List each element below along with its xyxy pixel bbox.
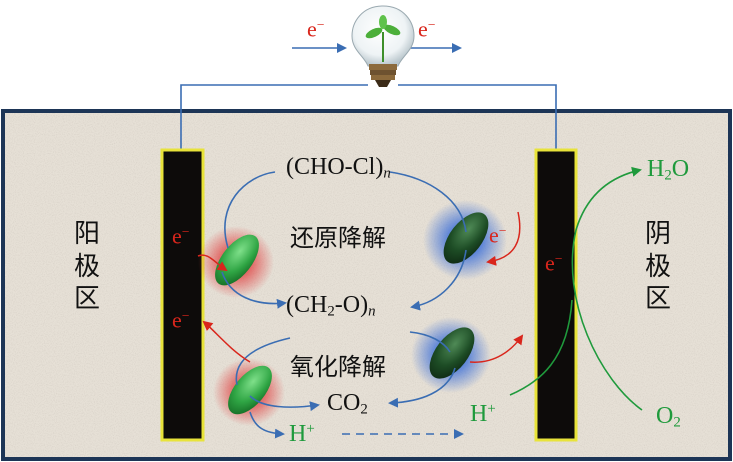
intermediate-compound-label: (CH2-O)n [286, 292, 376, 320]
arrow-proton-to-cathode [249, 411, 285, 439]
bacterium-cathode-upper [423, 200, 507, 280]
anode-electrode [160, 148, 205, 442]
cathode-zone-label: 阴极区 [644, 219, 671, 314]
arrow-chlorinated-to-cathode-bacterium [389, 171, 467, 233]
sediment-chamber [1, 109, 732, 461]
arrow-cathode-bacterium-to-intermediate [410, 249, 467, 311]
bacterium-cathode-lower [411, 317, 491, 393]
arrow-oxygen-reduction [571, 166, 643, 411]
cathode-electrode [534, 148, 578, 442]
electron-transfer-anode-lower [202, 320, 251, 363]
water-label: H2O [647, 156, 690, 184]
bacterium-anode-upper [198, 226, 274, 298]
electron-label-top-right: e− [418, 16, 436, 42]
proton-label-cathode: H+ [470, 401, 496, 428]
arrow-anode-bacterium-to-co2 [249, 395, 320, 412]
external-circuit [180, 84, 557, 152]
electron-label-top-left: e− [307, 16, 325, 42]
oxidative-degradation-label: 氧化降解 [290, 353, 386, 381]
chlorinated-compound-label: (CHO-Cl)n [286, 154, 391, 182]
arrow-proton-into-cathode [509, 299, 573, 396]
arrow-intermediate-to-cathode-bacterium-lower [409, 331, 451, 353]
electron-label-anode-upper: e− [172, 223, 190, 249]
electron-transfer-cathode-lower [469, 334, 524, 363]
anode-zone-label: 阳极区 [73, 219, 100, 314]
electron-label-cathode-bacterium: e− [489, 222, 507, 248]
arrow-anode-bacterium-to-intermediate [221, 271, 287, 309]
oxygen-label: O2 [656, 403, 681, 431]
arrow-cathode-bacterium-to-co2 [388, 367, 456, 408]
co2-label: CO2 [327, 390, 368, 418]
electron-label-cathode-electrode: e− [545, 250, 563, 276]
lightbulb-with-plant-icon [351, 5, 415, 87]
arrow-intermediate-to-anode-bacterium-lower [235, 337, 291, 386]
electron-transfer-anode-upper [197, 254, 228, 272]
electron-transfer-cathode-upper [486, 211, 521, 266]
reductive-degradation-label: 还原降解 [290, 224, 386, 252]
arrow-chlorinated-to-anode-bacterium [224, 171, 276, 249]
bacterium-anode-lower [213, 358, 285, 426]
proton-label-anode: H+ [289, 421, 315, 448]
electron-label-anode-lower: e− [172, 307, 190, 333]
